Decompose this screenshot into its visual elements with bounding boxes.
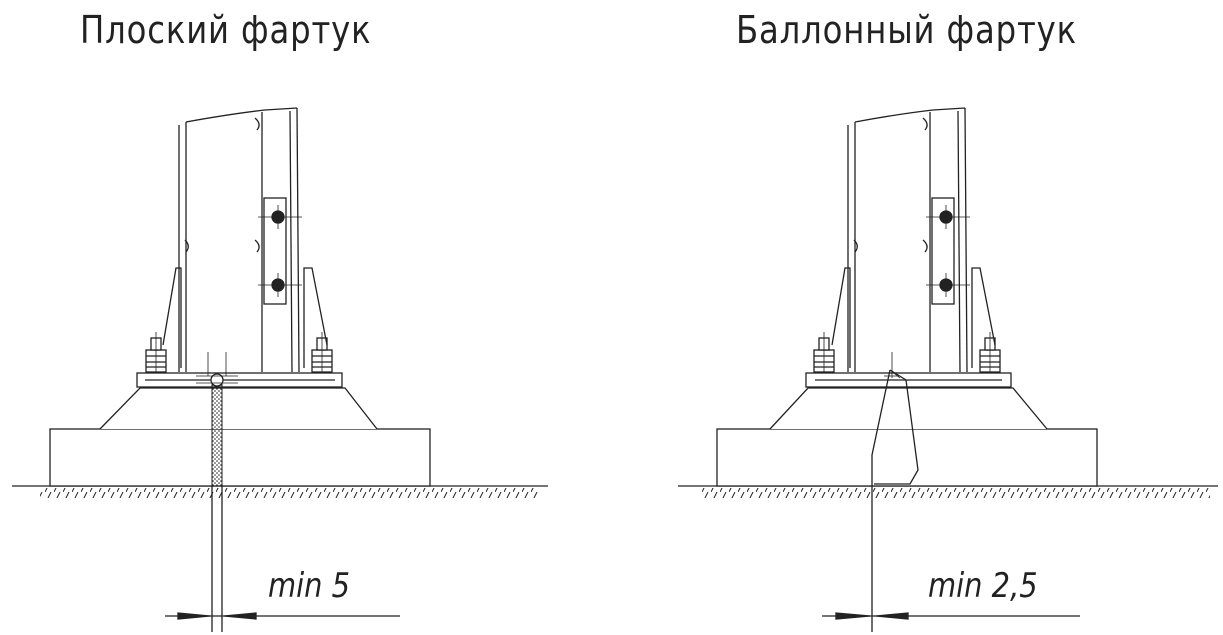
dimension-line-right: [822, 612, 1080, 620]
bolt-lower: [258, 273, 302, 297]
dimension-line-left: [165, 612, 400, 620]
dimension-label-right: min 2,5: [928, 566, 1038, 606]
bolt-lower: [926, 273, 970, 297]
balloon-apron-drawing: [678, 107, 1218, 632]
anchor-bolt-left: [145, 332, 167, 373]
ground-hatch: [700, 488, 1210, 498]
gusset-left: [831, 267, 851, 368]
anchor-bolt-right: [979, 332, 1001, 373]
title-flat-apron: Плоский фартук: [80, 8, 372, 52]
connection-plate: [263, 197, 287, 305]
foundation-block: [716, 428, 1098, 487]
column-profile: [847, 107, 968, 373]
bolt-upper: [258, 205, 302, 229]
title-balloon-apron: Баллонный фартук: [736, 8, 1077, 52]
connection-plate: [931, 197, 955, 305]
gusset-right: [303, 267, 328, 368]
foundation-fillet: [99, 387, 378, 430]
flat-apron-drawing: [12, 107, 548, 632]
balloon-apron: [871, 352, 919, 632]
ground-hatch: [40, 488, 540, 498]
anchor-bolt-left: [813, 332, 835, 373]
column-profile: [178, 107, 300, 373]
gusset-right: [971, 267, 996, 368]
bolt-upper: [926, 205, 970, 229]
foundation-block: [49, 428, 431, 487]
dimension-label-left: min 5: [268, 566, 351, 606]
flat-apron-strip: [196, 352, 238, 632]
anchor-bolt-right: [311, 332, 333, 373]
foundation-fillet: [769, 387, 1048, 430]
